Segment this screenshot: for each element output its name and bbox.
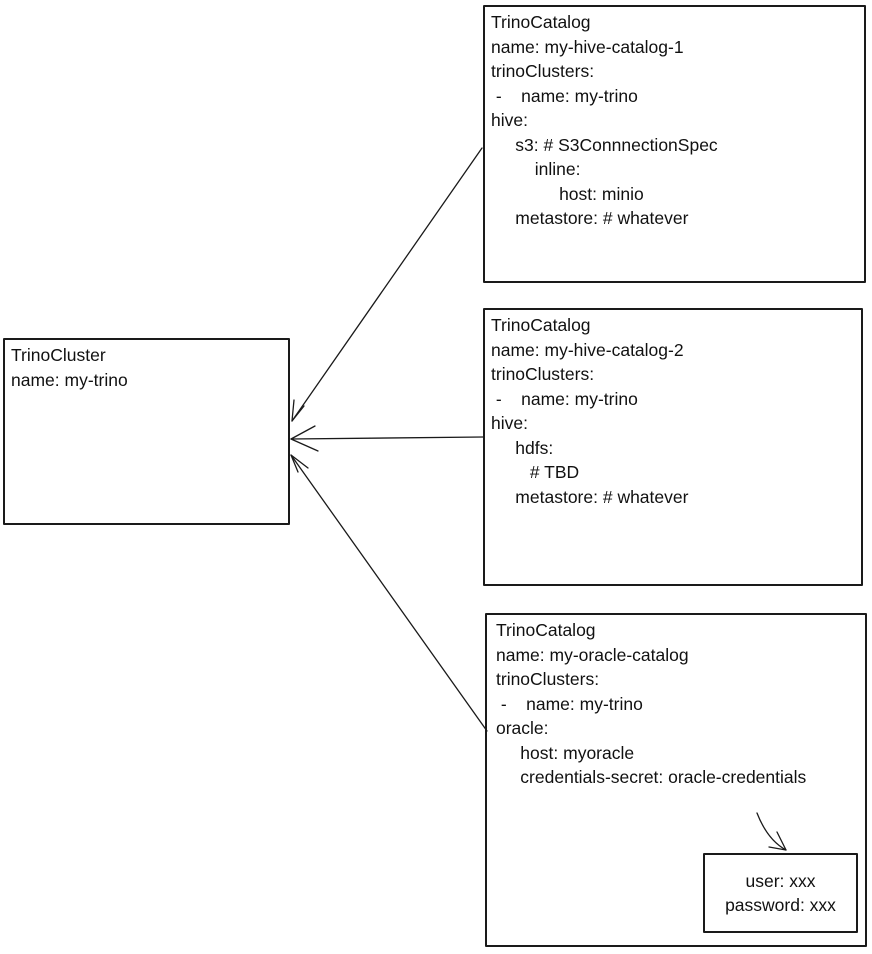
node-trino-cluster: TrinoCluster name: my-trino [3,338,290,525]
trino-catalog-hive-2-text: TrinoCatalog name: my-hive-catalog-2 tri… [491,315,689,507]
connector-catalog3-to-cluster [290,454,488,732]
connector-line [290,436,484,440]
arrowhead-icon [290,454,309,473]
trino-catalog-oracle-text: TrinoCatalog name: my-oracle-catalog tri… [496,620,807,787]
node-trino-catalog-hive-2: TrinoCatalog name: my-hive-catalog-2 tri… [483,308,863,586]
node-oracle-credentials-secret: user: xxx password: xxx [703,853,858,933]
node-trino-catalog-hive-1: TrinoCatalog name: my-hive-catalog-1 tri… [483,5,866,283]
trino-catalog-hive-1-text: TrinoCatalog name: my-hive-catalog-1 tri… [491,12,718,228]
trino-cluster-text: TrinoCluster name: my-trino [11,345,128,390]
arrowhead-icon [291,399,305,422]
node-trino-catalog-oracle: TrinoCatalog name: my-oracle-catalog tri… [485,613,867,947]
connector-line [290,454,488,732]
arrowhead-icon [290,425,319,452]
connector-catalog1-to-cluster [291,147,483,422]
oracle-credentials-secret-text: user: xxx password: xxx [725,870,836,916]
connector-catalog2-to-cluster [290,425,484,452]
connector-line [291,147,483,422]
